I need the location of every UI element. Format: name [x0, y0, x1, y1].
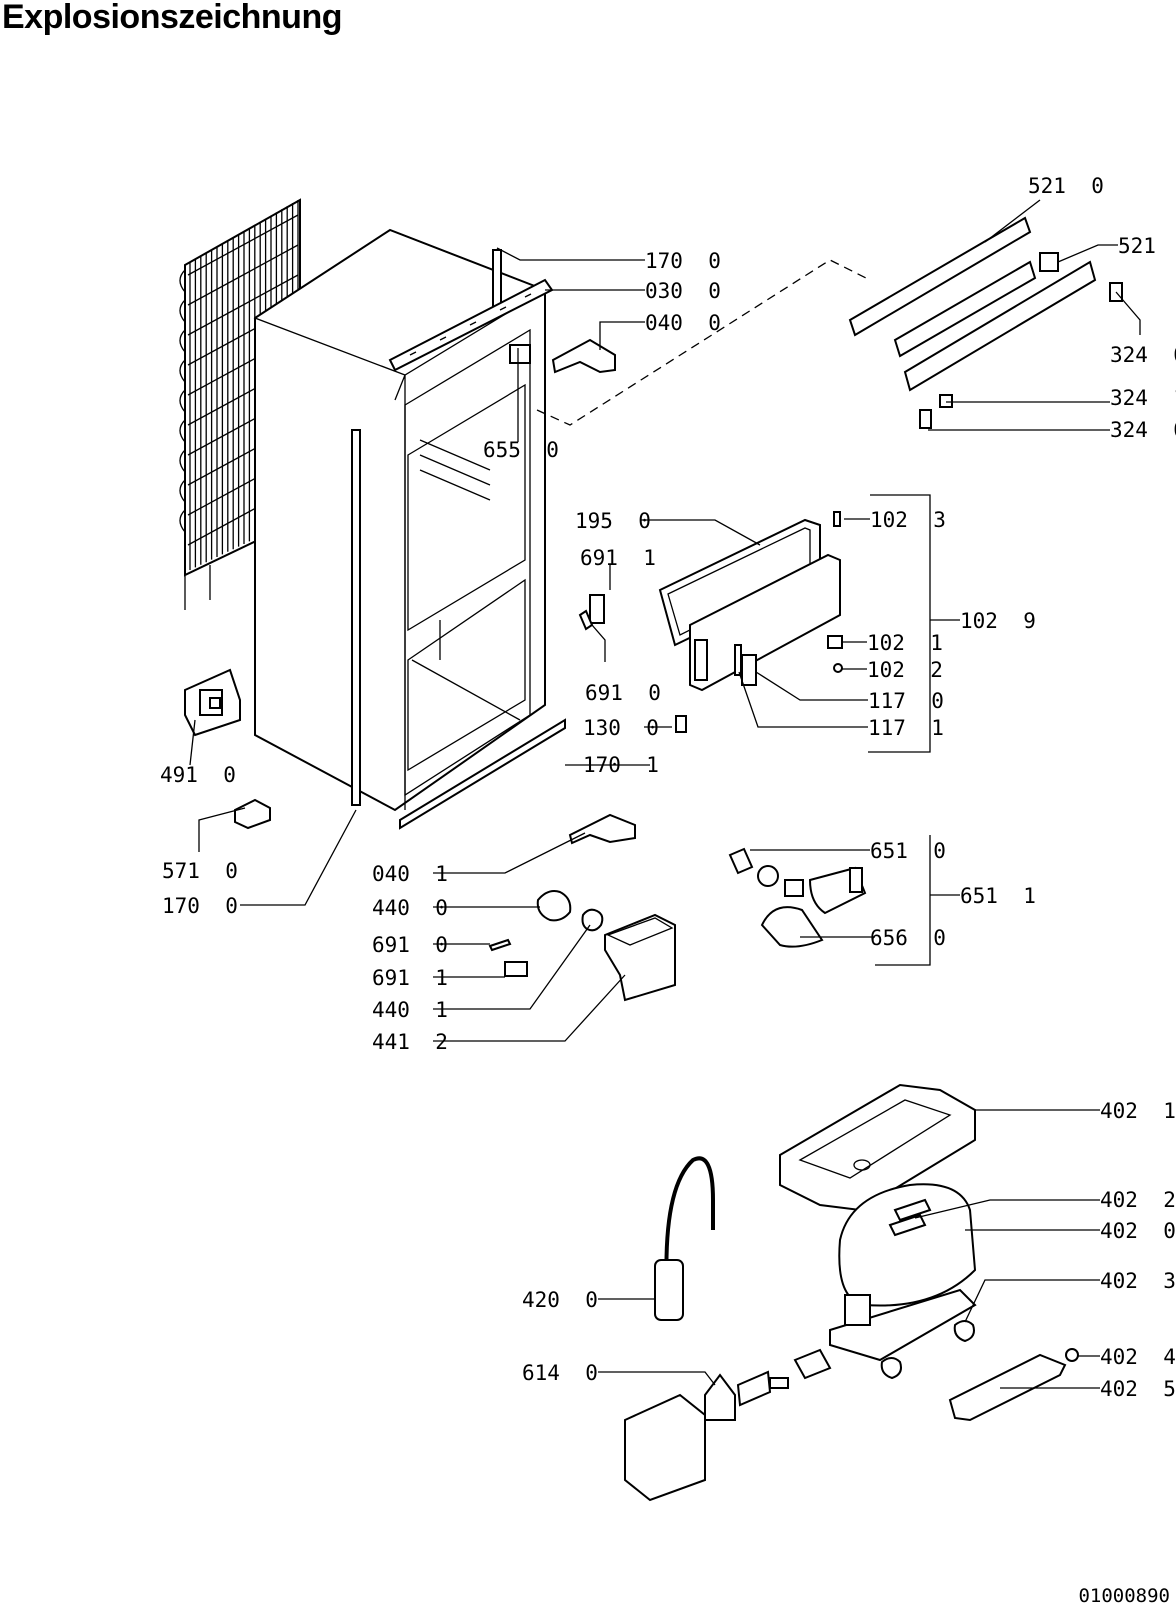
- callout-040-1: 040 1: [372, 862, 448, 886]
- callout-656-0: 656 0: [870, 926, 946, 950]
- callout-521-1: 521 1: [1118, 234, 1176, 258]
- callout-402-5: 402 5: [1100, 1377, 1176, 1401]
- callout-102-1: 102 1: [867, 631, 943, 655]
- lower-hinge: [568, 813, 636, 845]
- upper-hinge: [551, 338, 616, 374]
- callout-655-0: 655 0: [483, 438, 559, 462]
- callout-195-0: 195 0: [575, 509, 651, 533]
- callout-324-0-a: 324 0: [1110, 343, 1176, 367]
- freezer-door-assembly: [578, 511, 843, 733]
- control-panel-assembly: [848, 216, 1123, 429]
- callout-691-0-b: 691 0: [372, 933, 448, 957]
- callout-102-9: 102 9: [960, 609, 1036, 633]
- callout-030-0: 030 0: [645, 279, 721, 303]
- top-seal-strip: [492, 249, 502, 311]
- lamp-housing: [509, 344, 531, 364]
- drip-tray: [779, 1083, 976, 1212]
- callout-170-0-bot: 170 0: [162, 894, 238, 918]
- callout-440-1: 440 1: [372, 998, 448, 1022]
- callout-labels: 170 0 030 0 040 0 655 0 521 0 521 1 324 …: [160, 174, 1176, 1401]
- callout-117-1: 117 1: [868, 716, 944, 740]
- compressor: [829, 1183, 977, 1380]
- callout-117-0: 117 0: [868, 689, 944, 713]
- start-relay: [624, 1348, 832, 1502]
- callout-402-0: 402 0: [1100, 1219, 1176, 1243]
- callout-402-1: 402 1: [1100, 1099, 1176, 1123]
- callout-571-0: 571 0: [162, 859, 238, 883]
- compressor-bracket: [948, 1348, 1079, 1422]
- callout-651-1: 651 1: [960, 884, 1036, 908]
- callout-402-4: 402 4: [1100, 1345, 1176, 1369]
- callout-324-0-b: 324 0: [1110, 418, 1176, 442]
- callout-491-0: 491 0: [160, 763, 236, 787]
- transformer: [184, 668, 241, 737]
- fridge-cabinet: [253, 228, 547, 812]
- capacitor: [654, 1156, 715, 1321]
- lamp-assembly: [728, 847, 867, 948]
- document-number: 01000890: [1078, 1585, 1170, 1607]
- callout-691-1-a: 691 1: [580, 546, 656, 570]
- callout-402-3: 402 3: [1100, 1269, 1176, 1293]
- callout-170-0-top: 170 0: [645, 249, 721, 273]
- callout-420-0: 420 0: [522, 1288, 598, 1312]
- callout-440-0: 440 0: [372, 896, 448, 920]
- door-seal-strip-left: [351, 429, 361, 806]
- callout-170-1: 170 1: [583, 753, 659, 777]
- callout-651-0: 651 0: [870, 839, 946, 863]
- callout-324-1: 324 1: [1110, 386, 1176, 410]
- page-title: Explosionszeichnung: [2, 0, 342, 36]
- callout-691-0-a: 691 0: [585, 681, 661, 705]
- callout-614-0: 614 0: [522, 1361, 598, 1385]
- callout-402-2: 402 2: [1100, 1188, 1176, 1212]
- callout-691-1-b: 691 1: [372, 966, 448, 990]
- leader-lines: [189, 199, 1141, 1389]
- callout-102-3: 102 3: [870, 508, 946, 532]
- callout-040-0: 040 0: [645, 311, 721, 335]
- callout-521-0: 521 0: [1028, 174, 1104, 198]
- bottom-seal-strip: [399, 718, 566, 830]
- switch-571: [234, 798, 271, 830]
- callout-102-2: 102 2: [867, 658, 943, 682]
- callout-441-2: 441 2: [372, 1030, 448, 1054]
- thermostat-assembly: [488, 890, 676, 1002]
- callout-130-0: 130 0: [583, 716, 659, 740]
